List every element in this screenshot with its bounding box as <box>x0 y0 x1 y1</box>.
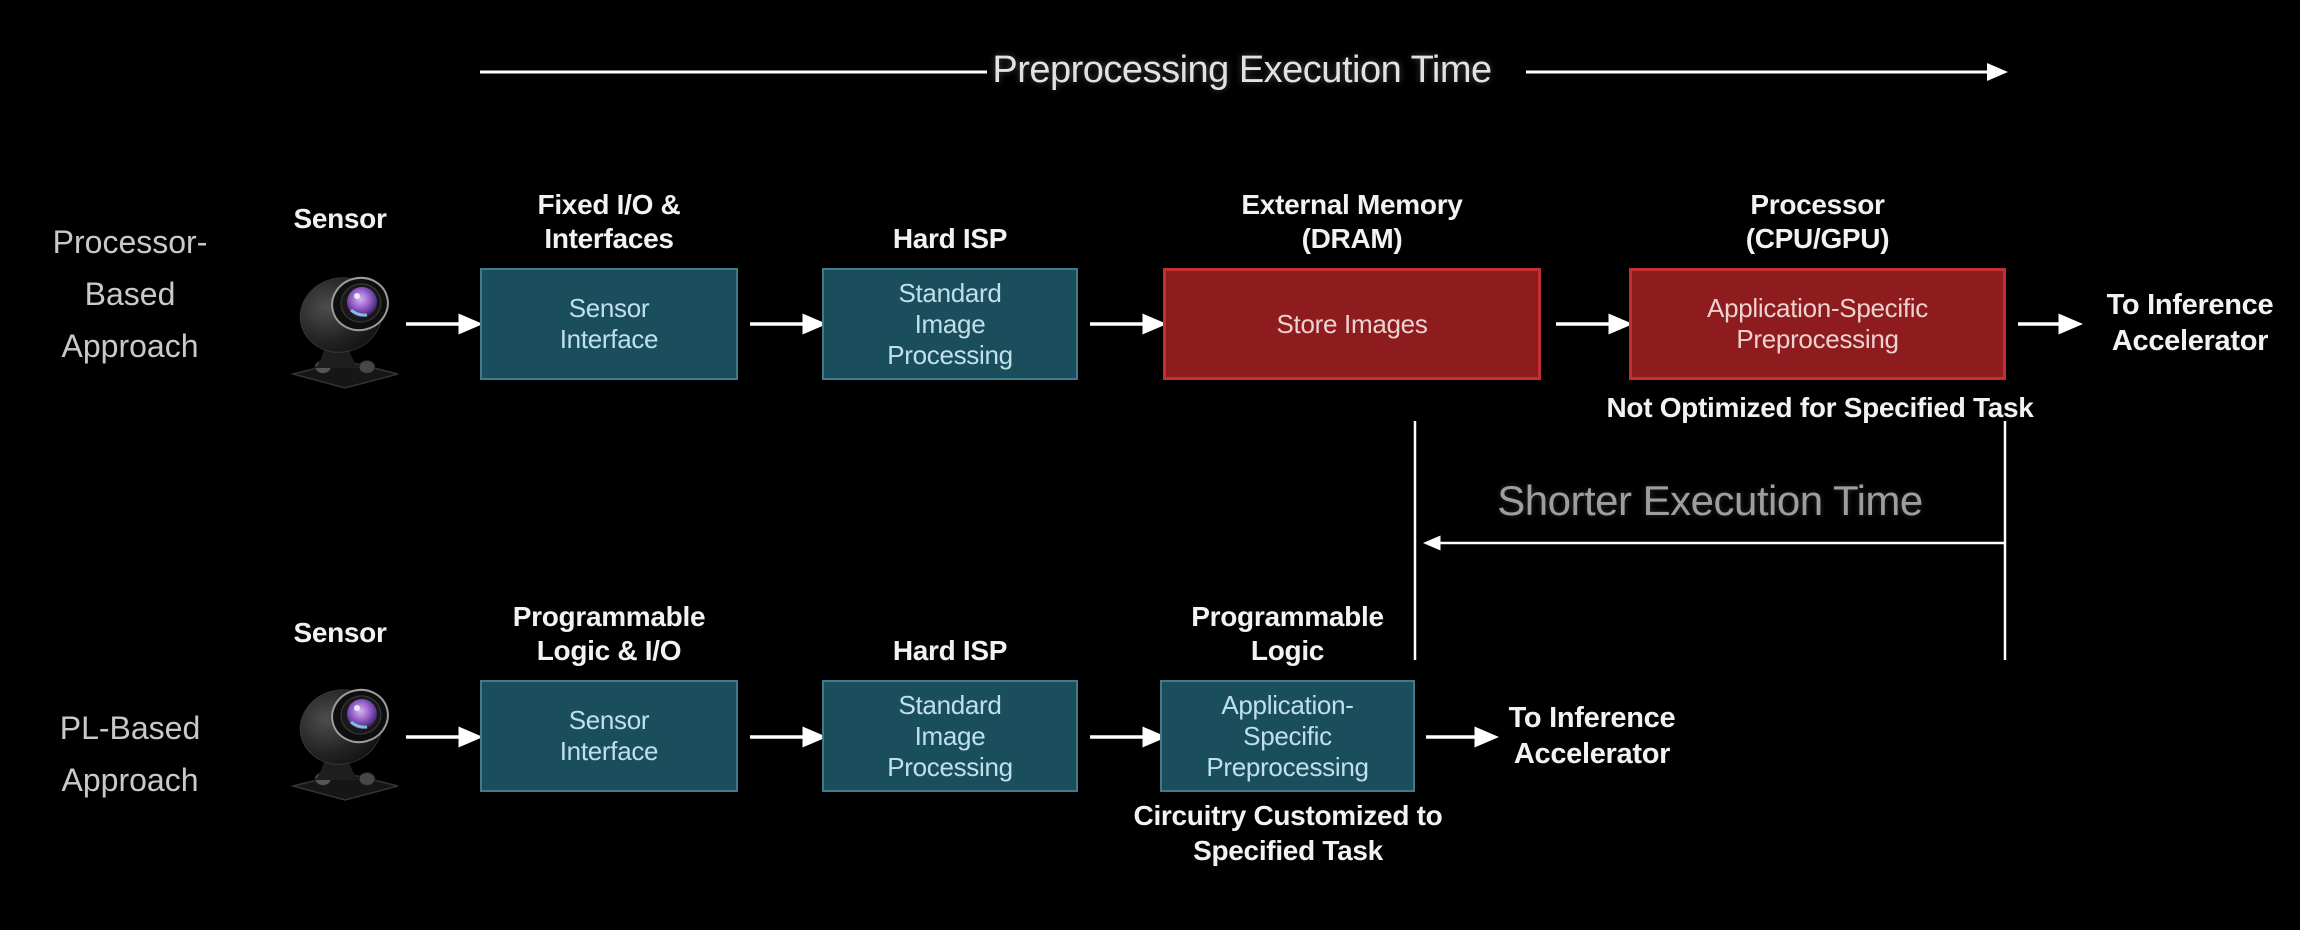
row2-circuitry-note: Circuitry Customized to Specified Task <box>1133 800 1443 866</box>
row2-image-processing-box: Standard Image Processing <box>822 680 1078 792</box>
row1-sensor-label: Sensor <box>293 203 387 234</box>
row2-sensor-interface-box: Sensor Interface <box>480 680 738 792</box>
row2-stage2-label: Hard ISP <box>892 635 1008 666</box>
diagram-title: Preprocessing Execution Time <box>992 49 1492 91</box>
row1-stage3-label: External Memory (DRAM) <box>1241 189 1463 254</box>
row2-sensor-label: Sensor <box>293 617 387 648</box>
row2-app-specific-preprocessing-box: Application- Specific Preprocessing <box>1160 680 1415 792</box>
row1-store-images-box: Store Images <box>1163 268 1541 380</box>
row2-output-label: To Inference Accelerator <box>1508 702 1676 770</box>
row1-sensor-interface-box: Sensor Interface <box>480 268 738 380</box>
row1-not-optimized-note: Not Optimized for Specified Task <box>1606 392 2034 423</box>
row1-image-processing-box: Standard Image Processing <box>822 268 1078 380</box>
camera-sensor-icon <box>290 688 399 801</box>
row1-app-specific-preprocessing-box: Application-Specific Preprocessing <box>1629 268 2006 380</box>
row1-stage2-label: Hard ISP <box>892 223 1008 254</box>
shorter-execution-time-label: Shorter Execution Time <box>1497 477 1923 524</box>
row2-stage1-label: Programmable Logic & I/O <box>512 601 706 666</box>
row1-output-label: To Inference Accelerator <box>2106 289 2274 357</box>
row1-stage4-label: Processor (CPU/GPU) <box>1745 189 1890 254</box>
row1-stage1-label: Fixed I/O & Interfaces <box>537 189 681 254</box>
row2-approach-label: PL-Based Approach <box>59 710 201 798</box>
row2-stage3-label: Programmable Logic <box>1191 601 1384 666</box>
row1-approach-label: Processor- Based Approach <box>52 224 208 364</box>
camera-sensor-icon <box>290 276 399 389</box>
